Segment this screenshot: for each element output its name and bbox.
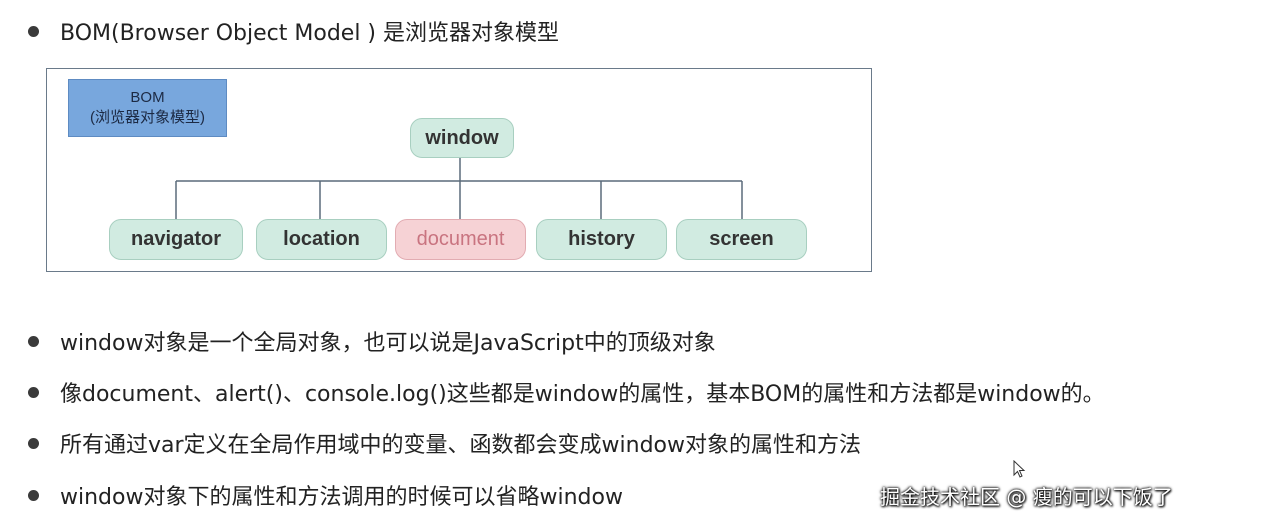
bullet-text: 所有通过var定义在全局作用域中的变量、函数都会变成window对象的属性和方法 xyxy=(60,433,862,458)
node-document: document xyxy=(395,219,526,260)
node-navigator: navigator xyxy=(109,219,243,260)
bom-diagram: BOM (浏览器对象模型) window navigator location … xyxy=(46,68,872,272)
node-window: window xyxy=(410,118,514,158)
bullet-text: window对象是一个全局对象，也可以说是JavaScript中的顶级对象 xyxy=(60,331,716,356)
bullet-text: BOM(Browser Object Model ) 是浏览器对象模型 xyxy=(60,21,559,46)
bullet-text: 像document、alert()、console.log()这些都是windo… xyxy=(60,382,1105,407)
bullet-dot xyxy=(28,437,39,449)
bom-label-title: BOM xyxy=(130,89,165,106)
bullet-window-global: window对象是一个全局对象，也可以说是JavaScript中的顶级对象 xyxy=(28,325,716,357)
bom-label-box: BOM (浏览器对象模型) xyxy=(68,79,227,137)
node-screen: screen xyxy=(676,219,807,260)
node-history: history xyxy=(536,219,667,260)
bullet-dot xyxy=(28,335,39,347)
node-location: location xyxy=(256,219,387,260)
bullet-intro: BOM(Browser Object Model ) 是浏览器对象模型 xyxy=(28,15,559,47)
bullet-text: window对象下的属性和方法调用的时候可以省略window xyxy=(60,485,623,510)
bullet-dot xyxy=(28,386,39,398)
bom-label-subtitle: (浏览器对象模型) xyxy=(90,109,205,126)
bullet-var-global: 所有通过var定义在全局作用域中的变量、函数都会变成window对象的属性和方法 xyxy=(28,427,861,459)
bullet-dot xyxy=(28,25,39,37)
bullet-dot xyxy=(28,489,39,501)
mouse-cursor-icon xyxy=(1013,460,1026,478)
watermark: 掘金技术社区 @ 瘦的可以下饭了 xyxy=(880,485,1173,509)
bullet-window-properties: 像document、alert()、console.log()这些都是windo… xyxy=(28,376,1105,408)
bullet-omit-window: window对象下的属性和方法调用的时候可以省略window xyxy=(28,479,623,511)
connector-lines xyxy=(175,157,743,219)
